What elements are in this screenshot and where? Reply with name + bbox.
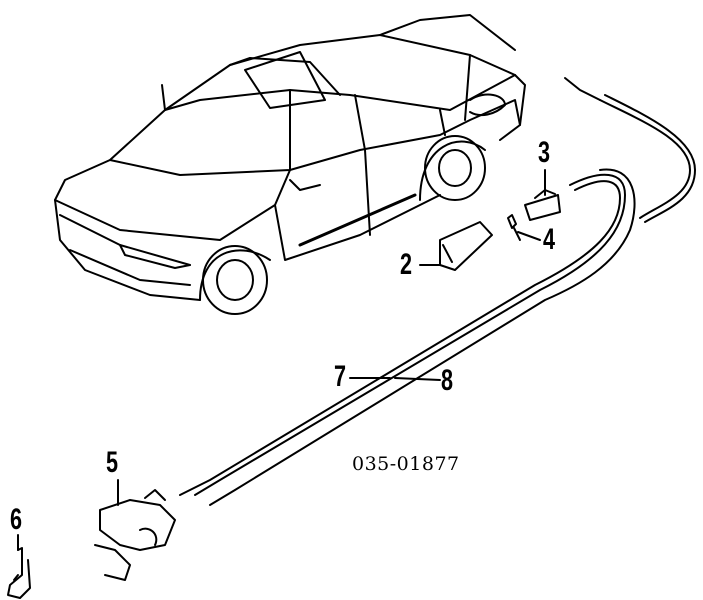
callout-5: 5 <box>106 446 119 479</box>
car-illustration <box>54 14 526 315</box>
callout-3: 3 <box>538 136 551 169</box>
part-6-bracket <box>7 547 31 599</box>
callout-7: 7 <box>334 360 347 393</box>
diagram-code: 035-01877 <box>352 453 460 475</box>
leader-lines <box>17 169 546 551</box>
part-5-latch <box>94 489 176 581</box>
part-2-lever <box>439 221 493 271</box>
callout-8: 8 <box>441 364 454 397</box>
part-3-opener <box>524 189 561 221</box>
callout-6: 6 <box>10 503 23 536</box>
callout-2: 2 <box>400 248 413 281</box>
part-1-cable <box>564 77 696 223</box>
part-7-8-cables <box>179 168 636 506</box>
callout-4: 4 <box>543 223 556 256</box>
part-4-bolt <box>507 214 521 241</box>
